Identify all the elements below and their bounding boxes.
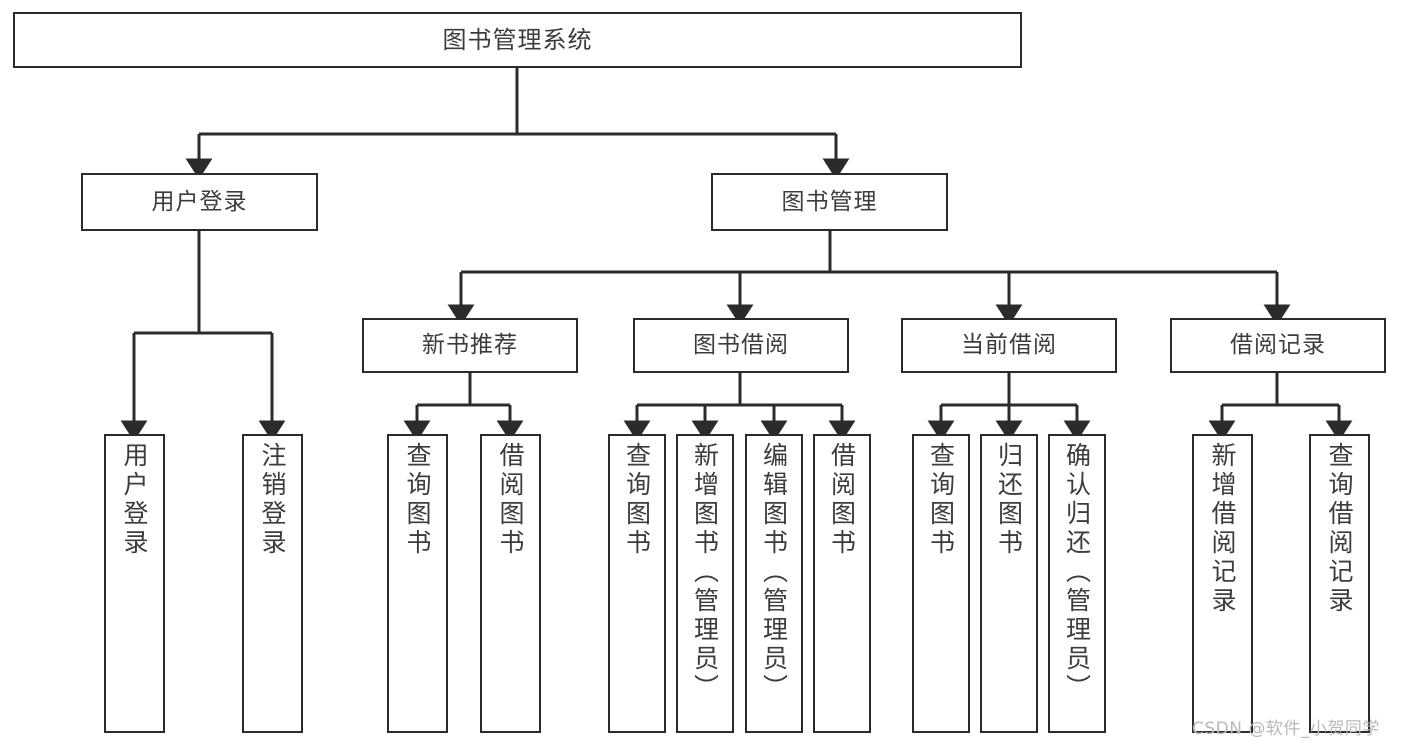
node-borrowing-record[interactable]: 借阅记录: [1170, 318, 1386, 373]
node-book-borrowing[interactable]: 图书借阅: [633, 318, 849, 373]
leaf-user-logout[interactable]: 注销登录: [242, 434, 303, 733]
leaf-record-query-borrow-record[interactable]: 查询借阅记录: [1309, 434, 1370, 733]
node-label: 确认归还（管理员）: [1062, 442, 1092, 703]
node-label: 图书管理: [781, 188, 878, 215]
node-label: 查询借阅记录: [1325, 442, 1354, 616]
node-label: 新增借阅记录: [1208, 442, 1237, 616]
node-label: 图书借阅: [693, 332, 789, 359]
leaf-recommend-borrow-book[interactable]: 借阅图书: [480, 434, 541, 733]
node-label: 借阅图书: [496, 442, 525, 558]
node-new-book-recommendation[interactable]: 新书推荐: [362, 318, 578, 373]
leaf-recommend-query-book[interactable]: 查询图书: [387, 434, 448, 733]
node-label: 借阅记录: [1230, 332, 1326, 359]
csdn-watermark: CSDN @软件_小贺同学: [1192, 719, 1380, 739]
leaf-borrow-query-book[interactable]: 查询图书: [608, 434, 666, 733]
node-label: 查询图书: [926, 442, 956, 558]
node-label: 注销登录: [258, 442, 287, 558]
node-label: 用户登录: [151, 188, 248, 215]
node-label: 归还图书: [994, 442, 1024, 558]
leaf-record-add-borrow-record[interactable]: 新增借阅记录: [1192, 434, 1253, 733]
node-book-management[interactable]: 图书管理: [711, 173, 948, 231]
node-label: 查询图书: [622, 442, 652, 558]
node-label: 当前借阅: [961, 332, 1057, 359]
leaf-current-query-book[interactable]: 查询图书: [912, 434, 970, 733]
leaf-current-confirm-return-admin[interactable]: 确认归还（管理员）: [1048, 434, 1106, 733]
node-user-login[interactable]: 用户登录: [81, 173, 318, 231]
leaf-user-login[interactable]: 用户登录: [104, 434, 165, 733]
leaf-current-return-book[interactable]: 归还图书: [980, 434, 1038, 733]
node-current-borrowing[interactable]: 当前借阅: [901, 318, 1117, 373]
leaf-borrow-edit-book-admin[interactable]: 编辑图书（管理员）: [745, 434, 803, 733]
node-label: 新书推荐: [422, 332, 518, 359]
leaf-borrow-add-book-admin[interactable]: 新增图书（管理员）: [676, 434, 734, 733]
node-label: 图书管理系统: [442, 26, 593, 54]
leaf-borrow-lend-book[interactable]: 借阅图书: [813, 434, 871, 733]
node-root-library-management-system[interactable]: 图书管理系统: [13, 12, 1022, 68]
node-label: 编辑图书（管理员）: [759, 442, 789, 703]
node-label: 借阅图书: [827, 442, 857, 558]
node-label: 用户登录: [120, 442, 149, 558]
node-label: 查询图书: [403, 442, 432, 558]
node-label: 新增图书（管理员）: [690, 442, 720, 703]
